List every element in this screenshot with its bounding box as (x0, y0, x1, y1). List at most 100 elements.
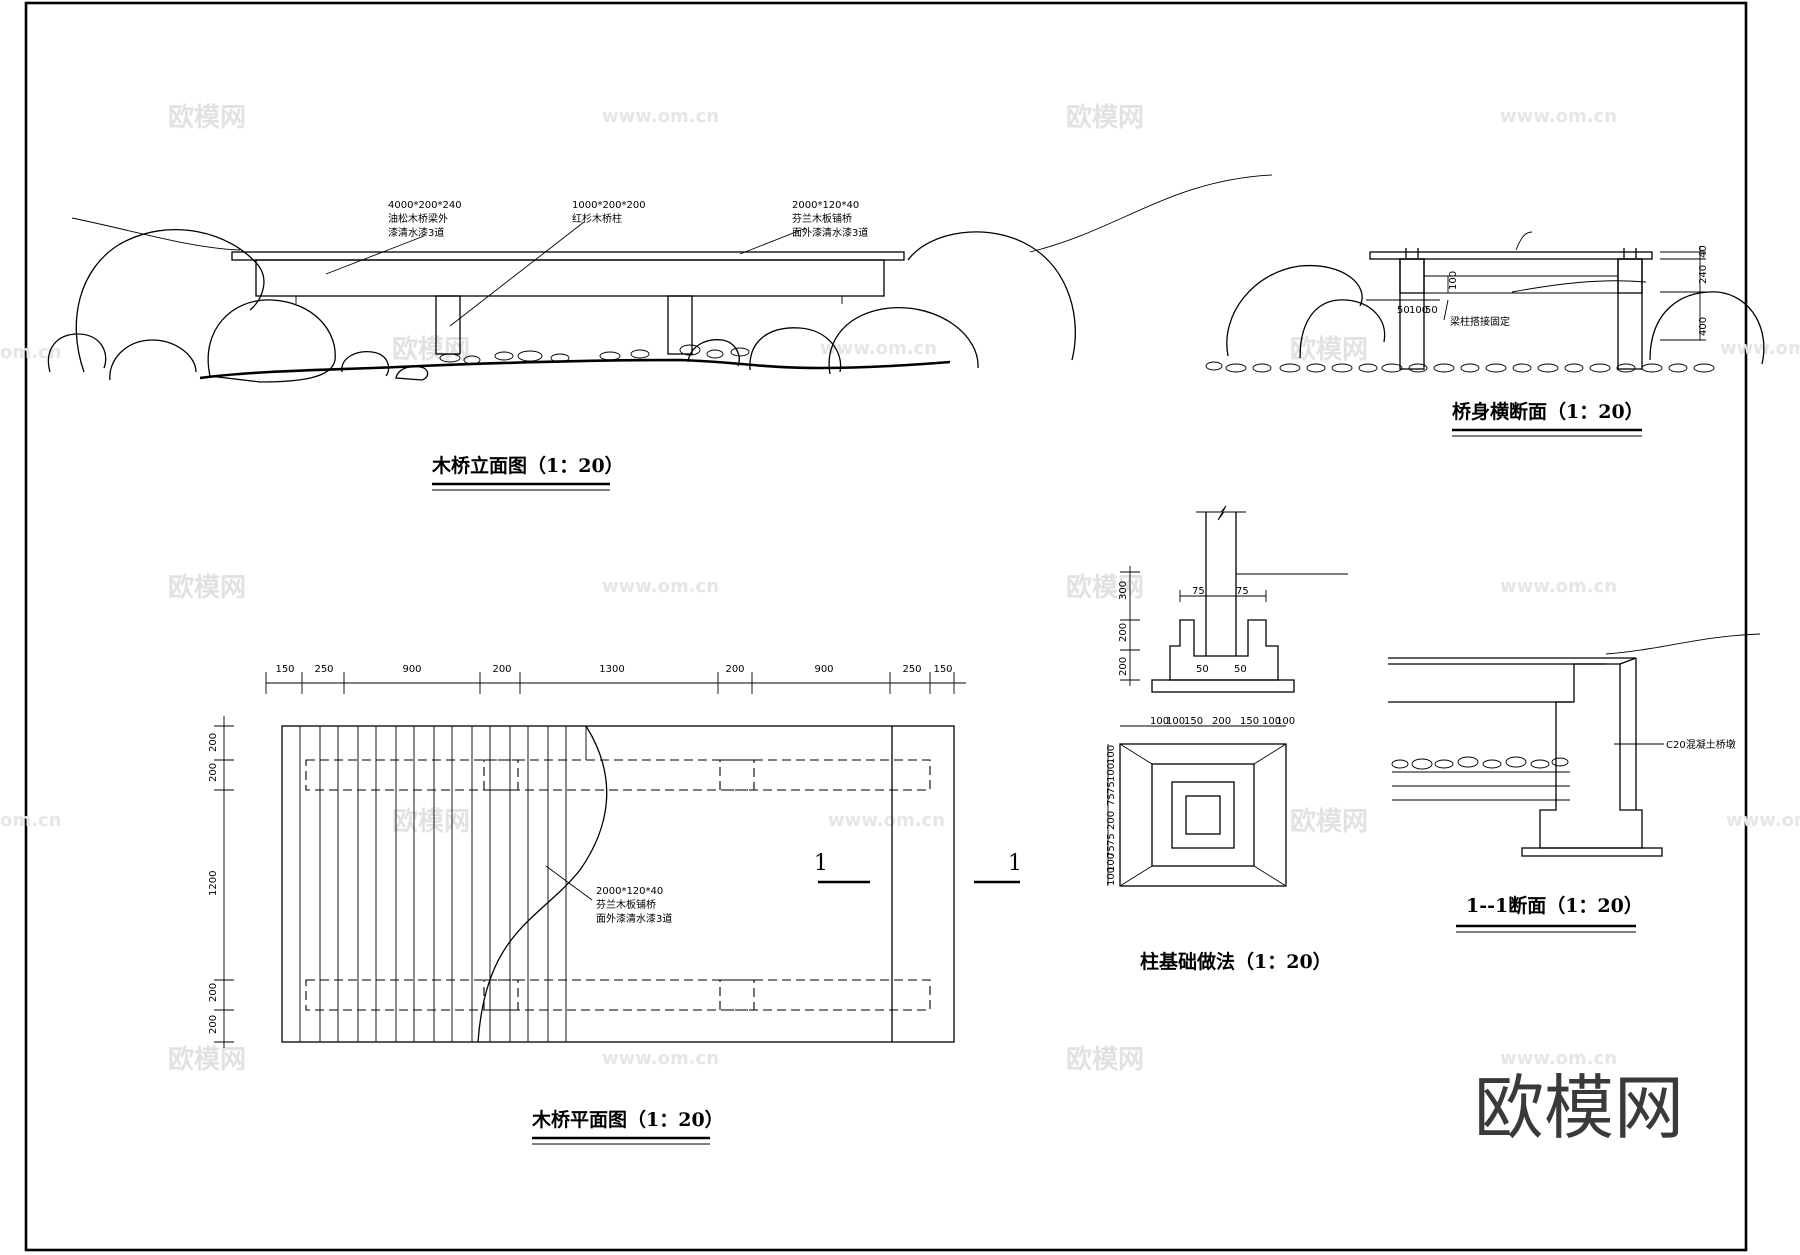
svg-text:1000*200*200: 1000*200*200 (572, 200, 646, 211)
watermark-brand: 欧模网 (392, 806, 470, 837)
elevation-note-post: 1000*200*200 红杉木桥柱 (572, 200, 646, 225)
watermark-url: www.om.cn (1726, 810, 1800, 831)
foundation-section-drawing (1107, 505, 1348, 887)
watermark-brand: 欧模网 (168, 1044, 246, 1075)
section-1-1-drawing (1388, 633, 1761, 857)
watermark-brand: 欧模网 (1066, 572, 1144, 603)
plan-title: 木桥平面图（1：20） (531, 1108, 724, 1131)
svg-text:100: 100 (1276, 716, 1295, 727)
pier-note: C20混凝土桥墩 (1666, 738, 1736, 751)
watermark-url: om.cn (0, 342, 61, 363)
watermark-brand: 欧模网 (168, 572, 246, 603)
svg-text:200: 200 (1212, 716, 1231, 727)
svg-text:红杉木桥柱: 红杉木桥柱 (572, 212, 622, 225)
svg-text:2000*120*40: 2000*120*40 (596, 886, 663, 897)
svg-text:100: 100 (1166, 716, 1185, 727)
svg-text:150: 150 (1184, 716, 1203, 727)
svg-text:300: 300 (1118, 581, 1129, 600)
watermark-url: www.om.cn (602, 1048, 719, 1069)
svg-text:4000*200*240: 4000*200*240 (388, 200, 462, 211)
section-mark-left: 1 (814, 851, 828, 876)
section-1-1-title: 1--1断面（1：20） (1466, 894, 1643, 917)
section-mark-right: 1 (1008, 851, 1022, 876)
elevation-note-beam: 4000*200*240 油松木桥梁外 漆清水漆3道 (388, 200, 462, 239)
svg-text:75: 75 (1236, 586, 1249, 597)
svg-text:50: 50 (1397, 305, 1410, 316)
svg-text:400: 400 (1698, 317, 1709, 336)
svg-text:1300: 1300 (599, 664, 624, 675)
svg-text:200: 200 (1106, 811, 1117, 830)
svg-text:50: 50 (1425, 305, 1438, 316)
svg-text:100: 100 (1448, 271, 1459, 290)
watermark-url: www.om.cn (828, 810, 945, 831)
svg-text:200: 200 (725, 664, 744, 675)
svg-text:150: 150 (1240, 716, 1259, 727)
svg-text:150: 150 (933, 664, 952, 675)
watermark-url: www.om.cn (1500, 576, 1617, 597)
watermark-url: www.om.cn (1500, 106, 1617, 127)
svg-text:100: 100 (1106, 763, 1117, 782)
cross-section-note: 梁柱搭接固定 (1450, 315, 1510, 328)
watermark-url: om.cn (0, 810, 61, 831)
svg-text:芬兰木板铺桥: 芬兰木板铺桥 (596, 898, 656, 911)
watermark-url: www.om.cn (602, 576, 719, 597)
svg-text:200: 200 (208, 763, 219, 782)
watermark-brand: 欧模网 (1066, 1044, 1144, 1075)
svg-text:50: 50 (1196, 664, 1209, 675)
watermark-brand: 欧模网 (1290, 334, 1368, 365)
svg-text:200: 200 (1118, 623, 1129, 642)
svg-text:芬兰木板铺桥: 芬兰木板铺桥 (792, 212, 852, 225)
svg-text:200: 200 (208, 1015, 219, 1034)
svg-text:900: 900 (814, 664, 833, 675)
watermark-brand: 欧模网 (1066, 102, 1144, 133)
watermark-grid: 欧模网 www.om.cn 欧模网 www.om.cn om.cn 欧模网 ww… (0, 102, 1800, 1075)
svg-text:1200: 1200 (208, 871, 219, 896)
svg-text:漆清水漆3道: 漆清水漆3道 (388, 226, 444, 239)
svg-text:100: 100 (1106, 853, 1117, 872)
svg-text:250: 250 (902, 664, 921, 675)
svg-text:75: 75 (1106, 833, 1117, 846)
elevation-title: 木桥立面图（1：20） (431, 454, 624, 477)
svg-text:150: 150 (275, 664, 294, 675)
svg-text:100: 100 (1409, 305, 1428, 316)
svg-text:面外漆清水漆3道: 面外漆清水漆3道 (792, 226, 868, 239)
watermark-url: www.om.cn (820, 338, 937, 359)
svg-text:100: 100 (1106, 745, 1117, 764)
svg-text:200: 200 (492, 664, 511, 675)
svg-text:75: 75 (1192, 586, 1205, 597)
cross-section-dims: 50 100 50 100 40 240 400 (1397, 245, 1709, 336)
watermark-brand: 欧模网 (1290, 806, 1368, 837)
watermark-brand: 欧模网 (392, 334, 470, 365)
svg-text:240: 240 (1698, 265, 1709, 284)
bridge-plan-drawing (214, 672, 1020, 1048)
foundation-plan-dims: 100 100 150 200 150 100 100 100 100 75 7… (1106, 716, 1295, 886)
svg-text:油松木桥梁外: 油松木桥梁外 (388, 212, 448, 225)
bridge-elevation-drawing (47, 174, 1273, 383)
plan-top-dims: 150 250 900 200 1300 200 900 250 150 (275, 664, 952, 675)
elevation-note-deck: 2000*120*40 芬兰木板铺桥 面外漆清水漆3道 (792, 200, 868, 239)
svg-text:面外漆清水漆3道: 面外漆清水漆3道 (596, 912, 672, 925)
svg-text:75: 75 (1106, 781, 1117, 794)
watermark-url: www.om.cn (1500, 1048, 1617, 1069)
svg-text:2000*120*40: 2000*120*40 (792, 200, 859, 211)
svg-text:200: 200 (1118, 657, 1129, 676)
svg-text:200: 200 (208, 983, 219, 1002)
foundation-dims: 300 200 200 75 75 50 50 (1118, 581, 1249, 676)
svg-text:50: 50 (1234, 664, 1247, 675)
brand-watermark: 欧模网 (1474, 1067, 1684, 1149)
svg-text:40: 40 (1698, 245, 1709, 258)
cross-section-title: 桥身横断面（1：20） (1452, 400, 1644, 423)
svg-text:75: 75 (1106, 845, 1117, 858)
svg-text:100: 100 (1262, 716, 1281, 727)
svg-text:900: 900 (402, 664, 421, 675)
plan-deck-note: 2000*120*40 芬兰木板铺桥 面外漆清水漆3道 (596, 886, 672, 925)
watermark-url: www.om.cn (1720, 338, 1800, 359)
cross-section-drawing (1205, 231, 1765, 373)
svg-text:250: 250 (314, 664, 333, 675)
svg-text:75: 75 (1106, 793, 1117, 806)
svg-text:200: 200 (208, 733, 219, 752)
sheet-border (24, 1, 1748, 1252)
watermark-url: www.om.cn (602, 106, 719, 127)
foundation-title: 柱基础做法（1：20） (1140, 950, 1332, 973)
